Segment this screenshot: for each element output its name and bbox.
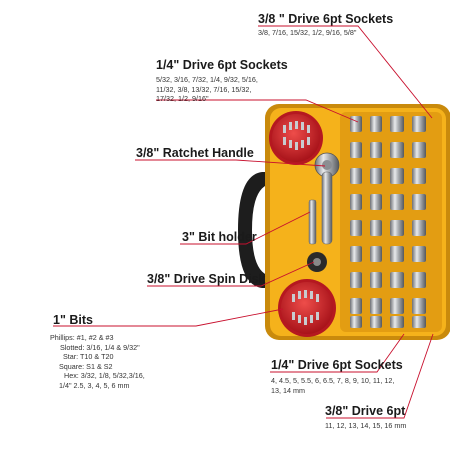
callout-title: 3/8" Ratchet Handle: [136, 146, 254, 160]
callout-title: 3/8" Drive Spin Disk: [147, 272, 266, 286]
callout-38-top: 3/8 " Drive 6pt Sockets 3/8, 7/16, 15/32…: [258, 12, 393, 38]
callout-14-bottom: 1/4" Drive 6pt Sockets 4, 4.5, 5, 5.5, 6…: [271, 358, 403, 395]
callout-title: 1" Bits: [53, 313, 93, 327]
leader-38-bottom: [326, 333, 434, 419]
bits-line-2: Slotted: 3/16, 1/4 & 9/32": [60, 342, 140, 352]
callout-bits: 1" Bits: [53, 313, 93, 327]
callout-sizes: 3/8, 7/16, 15/32, 1/2, 9/16, 5/8": [258, 28, 357, 37]
leader-14-bottom: [270, 333, 405, 373]
bits-line-6: 1/4" 2.5, 3, 4, 5, 6 mm: [59, 380, 130, 390]
bit-disk-bottom: [278, 279, 336, 337]
callout-title: 3/8" Drive 6pt: [325, 404, 406, 418]
ratchet-handle: [314, 152, 340, 245]
callout-sizes-2: 11/32, 3/8, 13/32, 7/16, 15/32,: [156, 84, 252, 94]
callout-ratchet: 3/8" Ratchet Handle: [136, 146, 254, 160]
callout-sizes-1: 4, 4.5, 5, 5.5, 6, 6.5, 7, 8, 9, 10, 11,…: [271, 376, 395, 385]
case-handle: [238, 172, 270, 288]
leader-14-top: [156, 99, 359, 123]
callout-title: 1/4" Drive 6pt Sockets: [156, 58, 288, 72]
bits-line-1: Phillips: #1, #2 & #3: [50, 333, 114, 342]
callout-bitholder: 3" Bit holder: [182, 230, 257, 244]
callout-title: 3/8 " Drive 6pt Sockets: [258, 12, 394, 26]
socket-rack: [350, 116, 426, 328]
leader-38-top: [258, 25, 433, 119]
bits-line-3: Star: T10 & T20: [63, 352, 114, 362]
callout-sizes-1: 5/32, 3/16, 7/32, 1/4, 9/32, 5/16,: [156, 75, 258, 84]
bits-line-5: Hex: 3/32, 1/8, 5/32,3/16,: [64, 371, 145, 381]
spin-disk: [307, 252, 327, 272]
callout-sizes-3: 17/32, 1/2, 9/16": [156, 94, 209, 104]
bit-disk-top: [269, 111, 323, 165]
callout-title: 1/4" Drive 6pt Sockets: [271, 358, 403, 372]
bits-list: Phillips: #1, #2 & #3 Slotted: 3/16, 1/4…: [50, 333, 145, 391]
callout-spindisk: 3/8" Drive Spin Disk: [147, 272, 265, 286]
leader-bits: [53, 308, 284, 327]
callout-sizes: 11, 12, 13, 14, 15, 16 mm: [325, 421, 407, 430]
callout-14-top: 1/4" Drive 6pt Sockets 5/32, 3/16, 7/32,…: [156, 58, 288, 104]
leader-spindisk: [147, 261, 315, 287]
leader-ratchet: [135, 159, 326, 167]
callout-sizes-2: 13, 14 mm: [271, 385, 305, 395]
callout-title: 3" Bit holder: [182, 230, 257, 244]
leader-bitholder: [180, 211, 311, 245]
callout-38-bottom: 3/8" Drive 6pt 11, 12, 13, 14, 15, 16 mm: [325, 404, 406, 431]
bit-holder: [308, 199, 317, 245]
leader-lines: [53, 25, 434, 419]
bits-line-4: Square: S1 & S2: [59, 361, 113, 371]
